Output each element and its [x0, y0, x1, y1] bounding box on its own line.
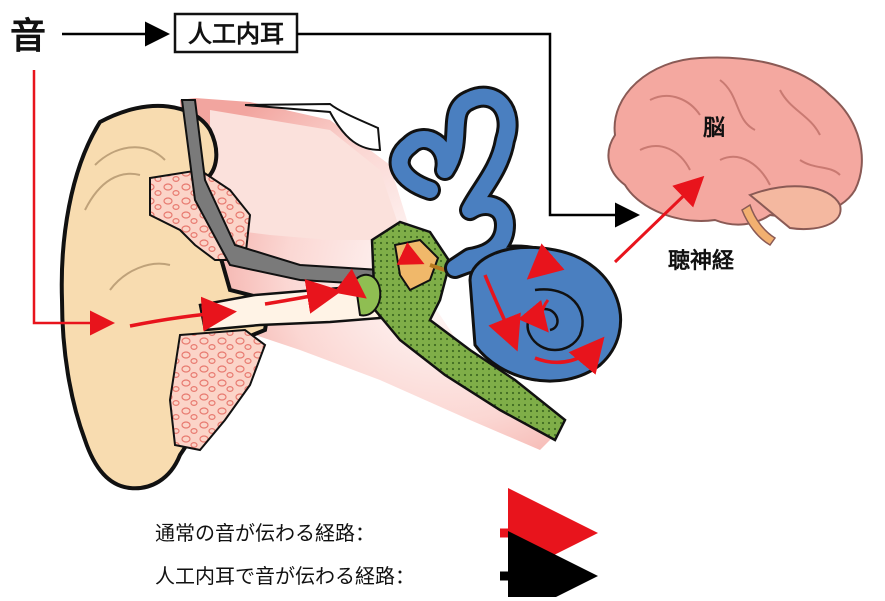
auditory-nerve-label: 聴神経 — [668, 248, 735, 274]
brain-label: 脳 — [703, 116, 725, 141]
temporal-bone-top — [244, 102, 382, 152]
implant-path-arrows — [62, 21, 640, 228]
brain — [607, 56, 863, 246]
legend-implant-label: 人工内耳で音が伝わる経路： — [155, 564, 415, 588]
implant-box: 人工内耳 — [173, 12, 299, 54]
sound-label: 音 — [10, 16, 46, 57]
legend: 通常の音が伝わる経路： 人工内耳で音が伝わる経路： — [155, 488, 598, 601]
legend-normal-label: 通常の音が伝わる経路： — [155, 521, 375, 545]
implant-label: 人工内耳 — [188, 20, 284, 48]
normal-path-arrows — [32, 70, 705, 375]
outer-ear — [59, 103, 273, 491]
